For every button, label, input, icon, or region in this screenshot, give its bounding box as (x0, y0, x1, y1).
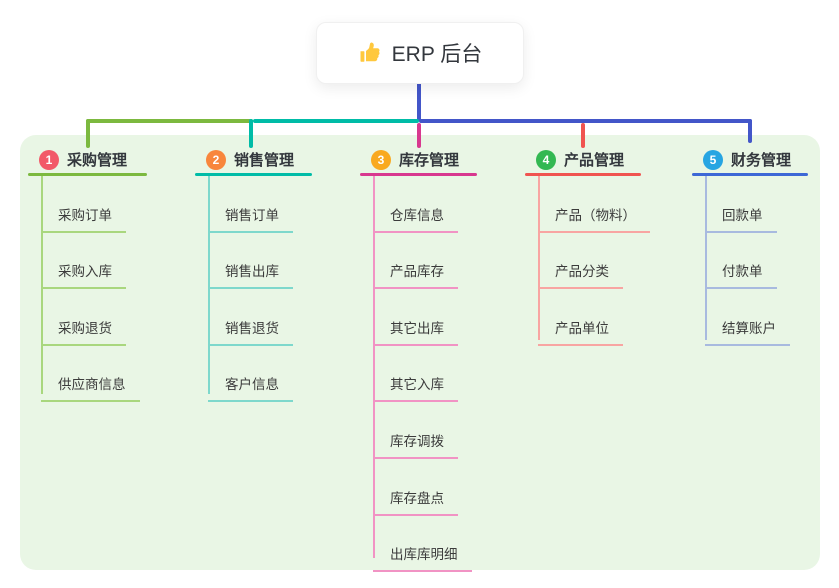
h-connector-segment-2 (253, 119, 419, 123)
branch-child-connector (41, 176, 43, 395)
branch-node-5[interactable]: 5 财务管理 (692, 146, 808, 173)
branch-child-connector (538, 176, 540, 340)
child-node[interactable]: 销售退货 (208, 289, 293, 346)
branch-children: 仓库信息产品库存其它出库其它入库库存调拨库存盘点出库库明细 (360, 176, 477, 573)
child-node-label: 产品（物料） (555, 207, 636, 223)
child-node[interactable]: 库存调拨 (373, 402, 458, 459)
child-node-label: 采购订单 (58, 207, 112, 223)
child-node[interactable]: 产品单位 (538, 289, 623, 346)
branch-5: 5 财务管理回款单付款单结算账户 (692, 146, 808, 346)
branch-node-4[interactable]: 4 产品管理 (525, 146, 641, 173)
child-node[interactable]: 销售订单 (208, 176, 293, 233)
child-node-label: 供应商信息 (58, 377, 126, 393)
branch-underline (195, 173, 312, 176)
child-node[interactable]: 销售出库 (208, 233, 293, 290)
child-node-label: 销售订单 (225, 207, 279, 223)
child-node[interactable]: 产品库存 (373, 233, 458, 290)
child-node[interactable]: 结算账户 (705, 289, 790, 346)
child-node[interactable]: 出库库明细 (373, 516, 472, 573)
branch-number-badge: 1 (39, 149, 59, 170)
branch-child-connector (208, 176, 210, 395)
branch-underline (360, 173, 477, 176)
branch-underline (692, 173, 808, 176)
branch-label: 库存管理 (399, 152, 460, 169)
child-node[interactable]: 客户信息 (208, 346, 293, 403)
child-node-label: 仓库信息 (390, 207, 444, 223)
trunk-connector (417, 82, 421, 121)
child-node-label: 出库库明细 (390, 547, 458, 563)
branch-children: 产品（物料） 产品分类产品单位 (525, 176, 650, 346)
child-node-label: 采购入库 (58, 264, 112, 280)
root-node[interactable]: ERP 后台 (316, 22, 524, 84)
child-node-label: 回款单 (722, 207, 763, 223)
child-node[interactable]: 产品（物料） (538, 176, 650, 233)
child-node[interactable]: 付款单 (705, 233, 777, 290)
child-node[interactable]: 供应商信息 (41, 346, 140, 403)
child-node[interactable]: 其它出库 (373, 289, 458, 346)
child-node-label: 产品库存 (390, 264, 444, 280)
branch-children: 回款单付款单结算账户 (692, 176, 808, 346)
branch-drop-4 (581, 123, 585, 148)
branch-node-3[interactable]: 3 库存管理 (360, 146, 477, 173)
branch-label: 销售管理 (234, 152, 295, 169)
branch-child-connector (705, 176, 707, 340)
branch-number-badge: 2 (206, 149, 226, 170)
branch-number-badge: 3 (371, 149, 391, 170)
thumbs-up-icon (358, 41, 382, 65)
branch-drop-2 (249, 119, 253, 148)
child-node[interactable]: 采购入库 (41, 233, 126, 290)
root-title: ERP 后台 (391, 43, 483, 66)
child-node-label: 销售出库 (225, 264, 279, 280)
child-node[interactable]: 库存盘点 (373, 459, 458, 516)
branch-drop-3 (417, 123, 421, 148)
child-node[interactable]: 采购退货 (41, 289, 126, 346)
child-node-label: 产品分类 (555, 264, 609, 280)
child-node-label: 库存盘点 (390, 490, 444, 506)
branch-label: 产品管理 (564, 152, 625, 169)
branch-children: 采购订单采购入库采购退货供应商信息 (28, 176, 147, 403)
branch-drop-5 (748, 119, 752, 143)
child-node[interactable]: 回款单 (705, 176, 777, 233)
branch-1: 1 采购管理采购订单采购入库采购退货供应商信息 (28, 146, 147, 403)
branch-number-badge: 5 (703, 149, 723, 170)
branch-underline (28, 173, 147, 176)
h-connector-segment-3 (419, 119, 752, 123)
branch-child-connector (373, 176, 375, 559)
child-node[interactable]: 采购订单 (41, 176, 126, 233)
child-node-label: 客户信息 (225, 377, 279, 393)
branch-node-2[interactable]: 2 销售管理 (195, 146, 312, 173)
branch-underline (525, 173, 641, 176)
child-node[interactable]: 其它入库 (373, 346, 458, 403)
child-node-label: 采购退货 (58, 320, 112, 336)
child-node-label: 付款单 (722, 264, 763, 280)
branch-children: 销售订单销售出库销售退货客户信息 (195, 176, 312, 403)
child-node-label: 库存调拨 (390, 433, 444, 449)
branch-4: 4 产品管理产品（物料） 产品分类产品单位 (525, 146, 650, 346)
child-node-label: 产品单位 (555, 320, 609, 336)
child-node-label: 结算账户 (722, 320, 776, 336)
child-node-label: 销售退货 (225, 320, 279, 336)
child-node[interactable]: 产品分类 (538, 233, 623, 290)
child-node-label: 其它出库 (390, 320, 444, 336)
h-connector-segment-1 (86, 119, 253, 123)
branch-2: 2 销售管理销售订单销售出库销售退货客户信息 (195, 146, 312, 403)
branch-label: 采购管理 (67, 152, 128, 169)
child-node[interactable]: 仓库信息 (373, 176, 458, 233)
branch-drop-1 (86, 119, 90, 148)
branches-panel (20, 135, 820, 570)
child-node-label: 其它入库 (390, 377, 444, 393)
branch-3: 3 库存管理仓库信息产品库存其它出库其它入库库存调拨库存盘点出库库明细 (360, 146, 477, 573)
branch-label: 财务管理 (731, 152, 792, 169)
branch-node-1[interactable]: 1 采购管理 (28, 146, 147, 173)
branch-number-badge: 4 (536, 149, 556, 170)
